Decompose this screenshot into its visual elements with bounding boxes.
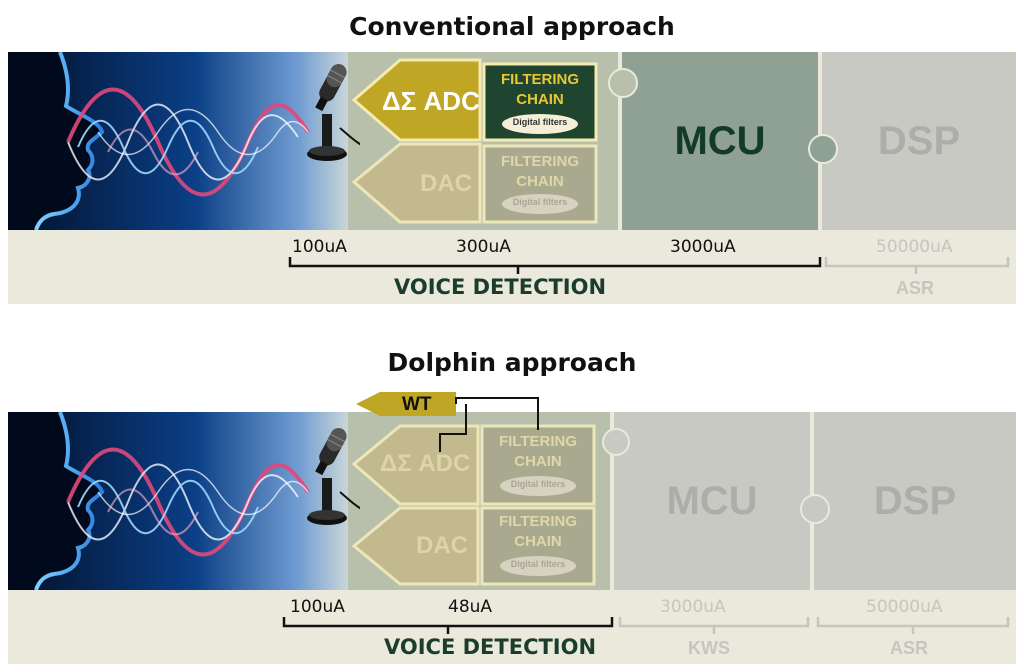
filter-text-bottom: FILTERING CHAIN <box>498 513 578 550</box>
current-mcu: 3000uA <box>660 597 726 617</box>
puzzle-knob <box>800 494 830 524</box>
digital-filters-label: Digital filters <box>512 117 568 127</box>
wt-label: WT <box>402 394 432 415</box>
filter-text-top: FILTERING CHAIN <box>498 433 578 470</box>
adc-arrow <box>351 58 482 142</box>
conventional-title: Conventional approach <box>349 12 675 41</box>
dsp-block: DSP <box>814 412 1016 590</box>
current-codec: 48uA <box>448 597 493 617</box>
digital-filters-pill <box>502 114 578 134</box>
current-dsp: 50000uA <box>876 237 953 257</box>
puzzle-knob <box>808 134 838 164</box>
digital-filters-label: Digital filters <box>510 479 566 489</box>
microphone-icon <box>300 422 360 532</box>
voice-detection-bracket <box>282 617 614 628</box>
dolphin-shapes <box>282 392 1010 634</box>
filter-text-bottom: FILTERING CHAIN <box>500 153 580 190</box>
dsp-block: DSP <box>822 52 1016 230</box>
dolphin-band: MCU DSP WT ΔΣ ADC DAC FILTERING CHAIN Di… <box>8 392 1016 664</box>
current-codec: 300uA <box>456 237 511 257</box>
wt-connector <box>455 397 539 430</box>
digital-filters-label: Digital filters <box>510 559 566 569</box>
voice-detection-bracket <box>288 257 822 268</box>
dac-label: DAC <box>416 532 468 559</box>
adc-label: ΔΣ ADC <box>382 86 480 116</box>
digital-filters-label: Digital filters <box>512 197 568 207</box>
current-mic: 100uA <box>292 237 347 257</box>
conventional-shapes <box>288 58 1010 274</box>
dac-arrow <box>351 142 482 224</box>
puzzle-knob <box>608 68 638 98</box>
dolphin-title: Dolphin approach <box>387 348 637 377</box>
puzzle-knob <box>602 428 630 456</box>
microphone-icon <box>300 58 360 168</box>
mcu-block: MCU <box>622 52 818 230</box>
dsp-label: DSP <box>877 118 961 163</box>
filter-text-top: FILTERING CHAIN <box>500 71 580 108</box>
wt-tag <box>356 392 456 416</box>
voice-detection-label: VOICE DETECTION <box>384 635 597 659</box>
digital-filters-pill <box>502 194 578 214</box>
dsp-label: DSP <box>873 478 957 523</box>
mcu-block: MCU <box>614 412 810 590</box>
adc-arrow <box>351 424 480 506</box>
mcu-label: MCU <box>666 478 758 523</box>
dac-arrow <box>351 506 480 586</box>
current-mic: 100uA <box>290 597 345 617</box>
kws-bracket <box>618 617 810 628</box>
asr-label: ASR <box>896 278 935 298</box>
conventional-band: MCU DSP ΔΣ ADC DAC FILTERING CHAIN Digit… <box>8 52 1016 304</box>
digital-filters-pill <box>500 556 576 576</box>
kws-label: KWS <box>688 638 730 658</box>
mcu-label: MCU <box>674 118 766 163</box>
dac-label: DAC <box>420 170 472 197</box>
asr-label: ASR <box>890 638 929 658</box>
digital-filters-pill <box>500 476 576 496</box>
asr-bracket <box>824 257 1010 268</box>
adc-label: ΔΣ ADC <box>380 450 471 477</box>
asr-bracket <box>816 617 1010 628</box>
current-mcu: 3000uA <box>670 237 736 257</box>
voice-detection-label: VOICE DETECTION <box>394 275 607 299</box>
current-dsp: 50000uA <box>866 597 943 617</box>
wt-connector <box>439 404 467 452</box>
